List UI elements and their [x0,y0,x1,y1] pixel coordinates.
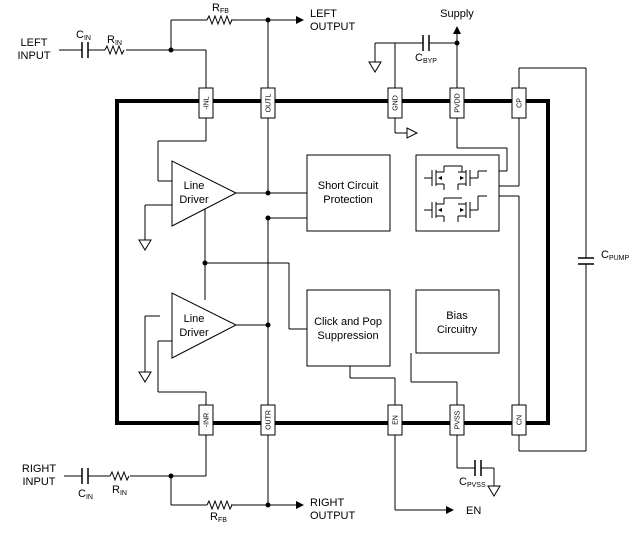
resistor-r-in-right [109,470,130,482]
resistor-r-in-left [104,44,125,56]
left-input-label: LEFT [21,37,48,49]
line-driver-upper [171,160,238,227]
c-in-right-label: CIN [78,488,93,501]
svg-text:EN: EN [393,415,400,425]
click-pop-suppression-label: Suppression [317,330,378,342]
r-fb-right-label: RFB [210,511,227,524]
capacitor-c-byp [422,35,430,51]
ground-icon [368,61,382,73]
supply-label: Supply [440,8,474,20]
c-byp-label: CBYP [415,52,437,65]
ground-icon [406,127,419,139]
click-pop-suppression-block [306,289,391,367]
r-fb-left-label: RFB [212,2,229,15]
c-pvss-label: CPVSS [459,476,486,489]
right-output-label: OUTPUT [310,510,356,522]
c-in-left-label: CIN [76,29,91,42]
line-driver-lower [171,292,238,359]
line-driver-lower-label: Driver [179,327,209,339]
line-driver-upper-label: Driver [179,194,209,206]
svg-text:CN: CN [517,415,524,425]
pin-outl: OUTL [260,87,276,119]
short-circuit-protection-label: Short Circuit [318,180,379,192]
bias-circuitry-block [415,289,500,354]
svg-text:PVDD: PVDD [455,93,462,112]
svg-text:-INR: -INR [204,413,211,427]
pin-pvdd: PVDD [449,87,465,119]
ground-icon [487,485,501,497]
svg-text:GND: GND [393,95,400,111]
capacitor-c-pvss [474,460,482,476]
pin-cp: CP [511,87,527,119]
line-driver-lower-label: Line [184,313,205,325]
pin-inl: -INL [198,87,214,119]
pin-cn: CN [511,404,527,436]
svg-text:-INL: -INL [204,96,211,109]
pin-gnd: GND [387,87,403,119]
svg-text:OUTL: OUTL [266,94,273,113]
c-pump-label: CPUMP [601,249,630,262]
click-pop-suppression-label: Click and Pop [314,316,382,328]
charge-pump-switches [415,154,500,232]
r-in-left-label: RIN [107,34,122,47]
svg-text:CP: CP [517,98,524,108]
right-output-label: RIGHT [310,497,345,509]
resistor-r-fb-right [206,499,233,511]
pin-pvss: PVSS [449,404,465,436]
capacitor-c-pump [578,257,594,265]
ic-outline [115,99,550,425]
svg-text:OUTR: OUTR [266,410,273,430]
line-driver-upper-label: Line [184,180,205,192]
capacitor-c-in-left [81,42,89,58]
bias-circuitry-label: Circuitry [437,324,478,336]
resistor-r-fb-left [206,14,233,26]
pin-inr: -INR [198,404,214,436]
ground-icon [138,371,152,383]
junctions [168,17,460,508]
right-input-label: RIGHT [22,463,57,475]
wiring [59,16,587,514]
svg-text:PVSS: PVSS [455,410,462,429]
left-output-label: LEFT [310,8,337,20]
r-in-right-label: RIN [112,484,127,497]
left-input-label: INPUT [18,50,51,62]
bias-circuitry-label: Bias [446,310,468,322]
short-circuit-protection-label: Protection [323,194,373,206]
pin-outr: OUTR [260,404,276,436]
right-input-label: INPUT [23,476,56,488]
left-output-label: OUTPUT [310,21,356,33]
ground-icon [138,239,152,251]
en-output-label: EN [466,505,481,517]
capacitor-c-in-right [81,468,89,484]
pin-en: EN [387,404,403,436]
short-circuit-protection-block [306,154,391,232]
